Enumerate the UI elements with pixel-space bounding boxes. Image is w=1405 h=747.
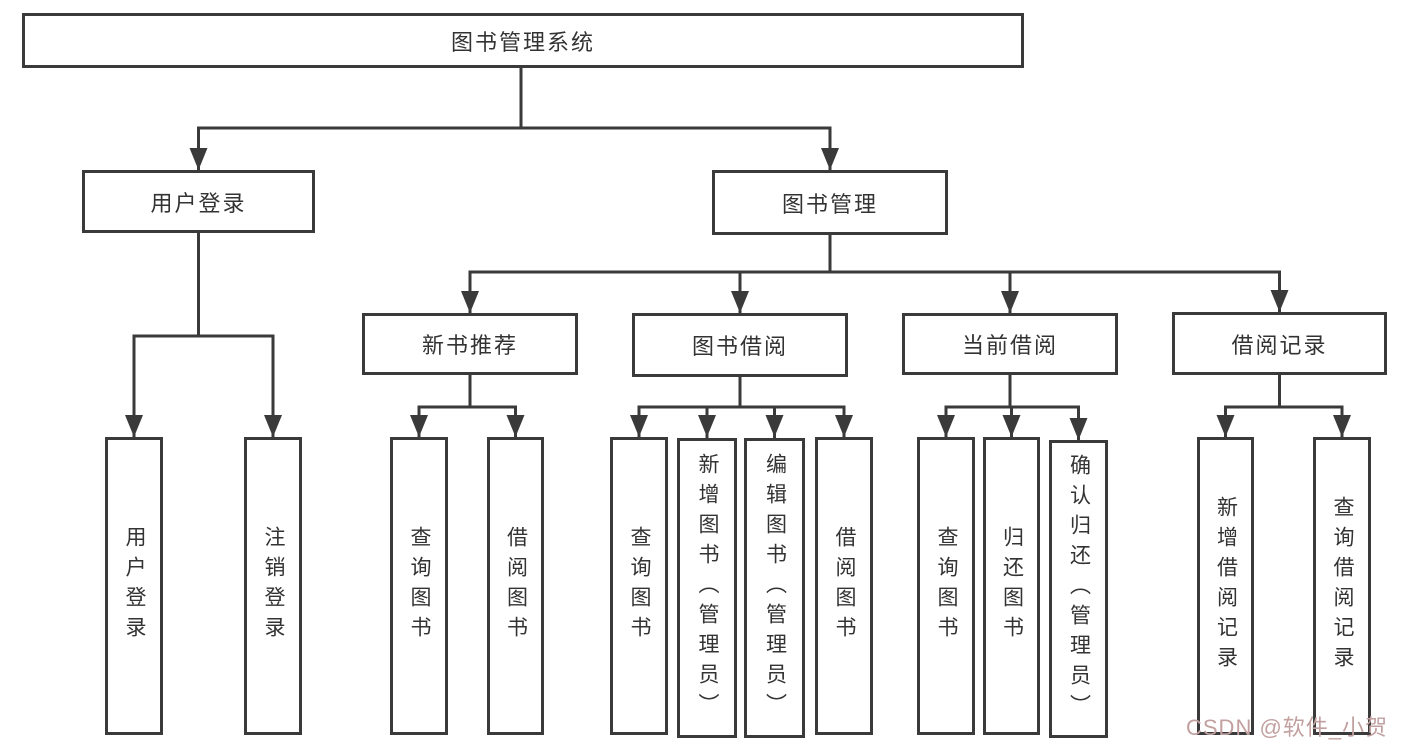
node-add-books: 新增图书（管理员） [677,438,737,738]
node-confirm-return: 确认归还（管理员） [1049,440,1108,738]
edge-rail [1224,373,1344,409]
edge-group-book-mgmt [461,233,1289,315]
node-user-login: 用户登录 [82,170,315,233]
node-return-books: 归还图书 [983,437,1040,735]
node-new-books: 新书推荐 [362,313,578,375]
node-query-books-3: 查询图书 [917,437,975,735]
node-edit-books: 编辑图书（管理员） [744,438,805,738]
watermark-text: CSDN @软件_小贺同学 [1186,715,1389,740]
edge-group-book-borrow [630,375,853,439]
node-current-borrow: 当前借阅 [902,313,1118,375]
node-borrow-records: 借阅记录 [1172,312,1387,375]
node-root: 图书管理系统 [22,13,1024,68]
node-borrow-books-1: 借阅图书 [487,437,544,735]
node-user-login-leaf: 用户登录 [105,437,163,735]
node-book-mgmt: 图书管理 [712,170,948,235]
node-query-books-2: 查询图书 [610,437,668,735]
edge-rail [417,373,517,409]
edge-rail [944,373,1080,409]
node-query-books-1: 查询图书 [390,437,448,735]
node-query-borrow-record: 查询借阅记录 [1313,437,1371,735]
edge-group-root [189,66,839,172]
edge-rail [197,66,832,130]
edge-group-borrow-records [1216,373,1351,439]
node-book-borrow: 图书借阅 [632,313,848,377]
edge-rail [637,375,846,409]
node-logout: 注销登录 [244,437,302,735]
node-add-borrow-record: 新增借阅记录 [1197,437,1254,735]
edge-group-current-borrow [937,373,1088,442]
edge-rail [132,231,275,338]
edge-rail [468,233,1281,274]
edge-group-new-books [410,373,525,439]
node-borrow-books-2: 借阅图书 [815,437,873,735]
edge-group-user-login [125,231,282,439]
